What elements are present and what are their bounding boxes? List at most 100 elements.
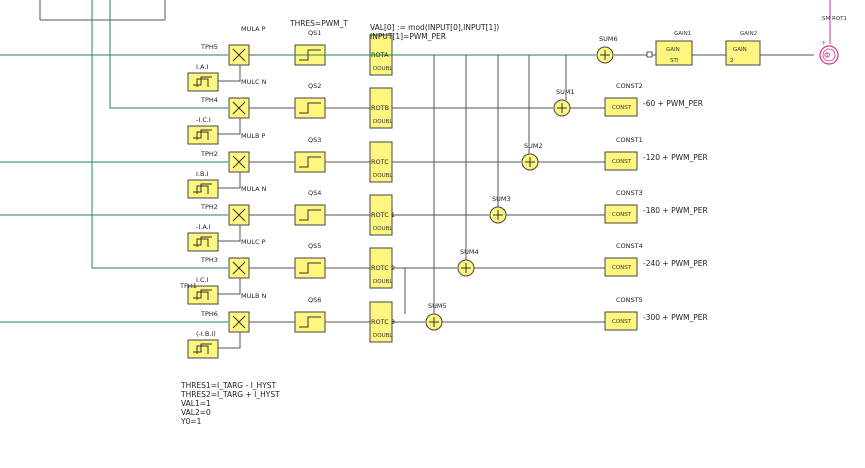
qs-label: QS3 bbox=[308, 136, 321, 144]
qs-label: QS4 bbox=[308, 189, 321, 197]
qs-block[interactable] bbox=[294, 204, 326, 226]
tph-label: TPH6 bbox=[200, 310, 218, 318]
junction-square bbox=[646, 51, 653, 58]
sum-label: SUM6 bbox=[599, 35, 618, 43]
const-block[interactable] bbox=[604, 257, 638, 277]
hyst-icon bbox=[193, 289, 212, 300]
mul-label: MULA P bbox=[241, 25, 266, 33]
const-block[interactable] bbox=[604, 97, 638, 117]
step-icon bbox=[299, 209, 321, 221]
qs-label: QS1 bbox=[308, 29, 321, 37]
plus-icon bbox=[429, 317, 439, 327]
gain1-block[interactable]: GAIN STI GAIN1 bbox=[655, 31, 693, 66]
rot-label: ROTB bbox=[371, 104, 389, 112]
mul-x-icon bbox=[232, 261, 246, 275]
step-icon bbox=[299, 156, 321, 168]
top-frame bbox=[39, 0, 166, 21]
const-title: CONST1 bbox=[616, 136, 643, 144]
current-label: -I.A.I bbox=[196, 223, 211, 231]
param-5: Y0=1 bbox=[180, 417, 202, 426]
qs-block[interactable] bbox=[294, 311, 326, 333]
sum-label: SUM5 bbox=[428, 302, 447, 310]
const-block[interactable] bbox=[604, 151, 638, 171]
current-label: I.B.I bbox=[196, 170, 209, 178]
qs-label: QS5 bbox=[308, 242, 321, 250]
plus-icon bbox=[600, 50, 610, 60]
current-block[interactable] bbox=[187, 125, 219, 145]
rot-label: ROTC bbox=[371, 158, 389, 166]
tph-label: TPH2 bbox=[200, 203, 218, 211]
param-3: VAL1=1 bbox=[181, 399, 211, 408]
const-value: -300 + PWM_PER bbox=[643, 313, 708, 322]
mul-x-icon bbox=[232, 48, 246, 62]
gain2-title: GAIN2 bbox=[740, 31, 757, 37]
const-value: -120 + PWM_PER bbox=[643, 153, 708, 162]
gain1-title: GAIN1 bbox=[674, 31, 691, 37]
const-title: CONST5 bbox=[616, 296, 643, 304]
current-block[interactable] bbox=[187, 232, 219, 252]
sm-label: SM ROT1 bbox=[822, 16, 847, 22]
wire-tph4 bbox=[109, 0, 228, 109]
const-label: CONST bbox=[612, 105, 632, 111]
tph-label: TPH5 bbox=[200, 43, 218, 51]
hyst-icon bbox=[193, 236, 212, 247]
plus-icon bbox=[525, 157, 535, 167]
const-label: CONST bbox=[612, 159, 632, 165]
sum-label: SUM2 bbox=[524, 142, 543, 150]
tph-label: TPH2 bbox=[200, 150, 218, 158]
sm-plus: + bbox=[821, 40, 826, 47]
wire-mul-current bbox=[218, 225, 241, 242]
wire-mul-current bbox=[218, 172, 241, 189]
mul-label: MULB P bbox=[241, 132, 266, 140]
rot-formula-2: INPUT[1]=PWM_PER bbox=[370, 32, 446, 41]
plus-icon bbox=[493, 210, 503, 220]
qs-label: QS2 bbox=[308, 82, 321, 90]
qs-param: THRES=PWM_T bbox=[289, 19, 348, 28]
rot-label: ROTC 1 bbox=[371, 211, 395, 219]
rot-label: ROTC 3 bbox=[371, 318, 395, 326]
mul-label: MULC N bbox=[241, 78, 267, 86]
current-label: -I.C.I bbox=[196, 116, 211, 124]
const-label: CONST bbox=[612, 265, 632, 271]
const-value: -180 + PWM_PER bbox=[643, 206, 708, 215]
mul-x-icon bbox=[232, 101, 246, 115]
step-icon bbox=[299, 102, 321, 114]
rot-sub: DOUBL bbox=[373, 173, 393, 179]
param-2: THRES2=I_TARG + I_HYST bbox=[180, 390, 280, 399]
wire-mul-current bbox=[218, 65, 241, 82]
hyst-icon bbox=[193, 76, 212, 87]
param-1: THRES1=I_TARG - I_HYST bbox=[180, 381, 277, 390]
const-block[interactable] bbox=[604, 204, 638, 224]
param-4: VAL2=0 bbox=[181, 408, 211, 417]
const-label: CONST bbox=[612, 212, 632, 218]
current-label: (-I.B.I) bbox=[196, 330, 216, 338]
current-block[interactable] bbox=[187, 72, 219, 92]
mul-label: MULC P bbox=[241, 238, 266, 246]
sum-label: SUM3 bbox=[492, 195, 511, 203]
sum-label: SUM1 bbox=[556, 88, 575, 96]
sm-rot1[interactable]: Φ + bbox=[819, 40, 839, 65]
qs-label: QS6 bbox=[308, 296, 321, 304]
const-label: CONST bbox=[612, 319, 632, 325]
rot-sub: DOUBL bbox=[373, 119, 393, 125]
current-block[interactable] bbox=[187, 339, 219, 359]
current-block[interactable] bbox=[187, 179, 219, 199]
qs-block[interactable] bbox=[294, 97, 326, 119]
tph-label: TPH4 bbox=[200, 96, 218, 104]
tph-label: TPH3 bbox=[200, 256, 218, 264]
rot-sub: DOUBL bbox=[373, 66, 393, 72]
qs-block[interactable] bbox=[294, 257, 326, 279]
const-value: -60 + PWM_PER bbox=[643, 99, 703, 108]
sum-label: SUM4 bbox=[460, 248, 479, 256]
step-icon bbox=[299, 316, 321, 328]
step-icon bbox=[299, 262, 321, 274]
mul-label: MULA N bbox=[241, 185, 267, 193]
qs-block[interactable] bbox=[294, 151, 326, 173]
const-block[interactable] bbox=[604, 311, 638, 331]
wire-mul-current bbox=[218, 118, 241, 135]
gain2-block[interactable]: GAIN 2 GAIN2 bbox=[725, 31, 761, 66]
mul-x-icon bbox=[232, 155, 246, 169]
tph-top-label: TPH1 bbox=[179, 282, 197, 290]
